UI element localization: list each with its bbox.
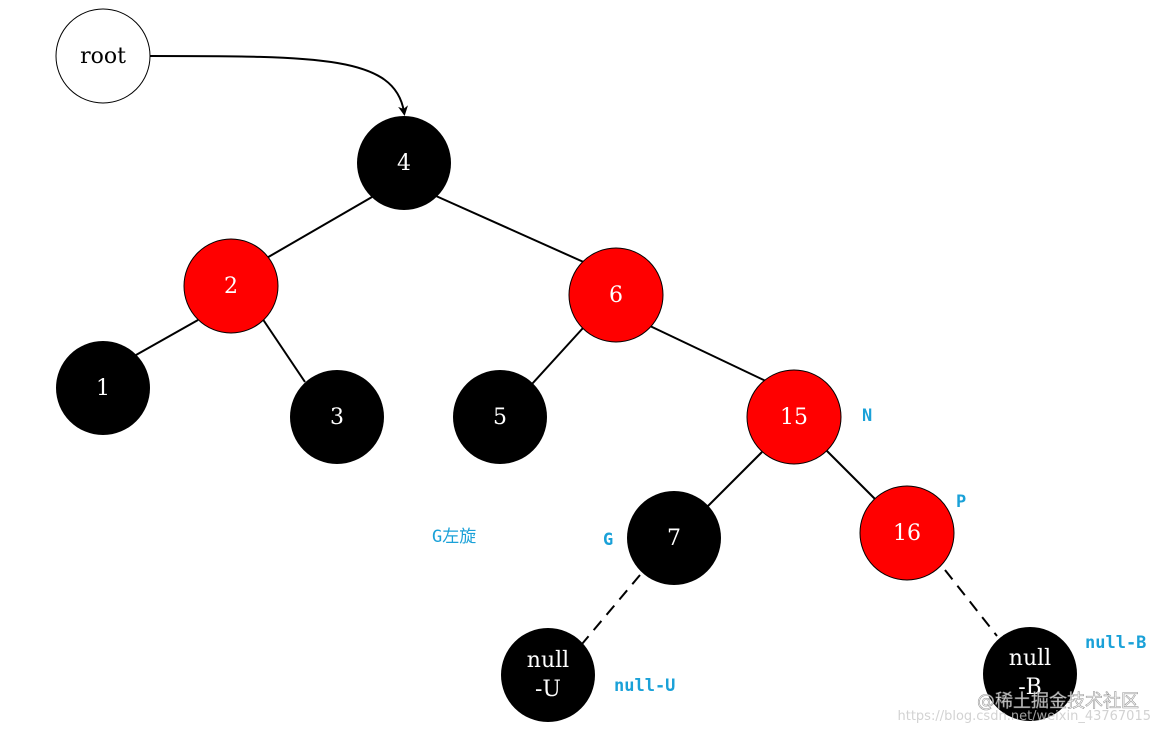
annotation-null-b: null-B	[1085, 633, 1146, 653]
edge-6-5	[531, 327, 584, 385]
node-3-circle	[290, 370, 384, 464]
node-null-b: null -B	[983, 627, 1077, 721]
node-4: 4	[357, 116, 451, 210]
node-6-circle	[568, 247, 664, 343]
annotation-g: G	[603, 530, 613, 550]
node-6: 6	[568, 247, 664, 343]
node-1-label: 1	[96, 376, 110, 401]
node-15-label: 15	[780, 405, 808, 430]
node-3-label: 3	[330, 405, 344, 430]
node-1: 1	[56, 341, 150, 435]
node-1-circle	[56, 341, 150, 435]
edge-15-7	[707, 451, 763, 507]
node-16: 16	[859, 485, 955, 581]
annotation-n: N	[862, 406, 872, 426]
edge-2-3	[261, 317, 306, 383]
node-7: 7	[627, 491, 721, 585]
node-null-u: null -U	[501, 628, 595, 722]
node-null-u-label-line1: null	[527, 648, 569, 673]
node-3: 3	[290, 370, 384, 464]
node-15: 15	[746, 369, 842, 465]
node-null-u-circle	[501, 628, 595, 722]
root-pointer-arrow	[149, 55, 408, 116]
node-16-circle	[859, 485, 955, 581]
edge-6-15	[649, 325, 771, 384]
node-2: 2	[183, 238, 279, 334]
watermark-brand: @稀土掘金技术社区	[977, 691, 1139, 712]
node-4-label: 4	[397, 151, 411, 176]
watermark-url: https://blog.csdn.net/weixin_43767015	[897, 709, 1151, 724]
annotation-p: P	[956, 492, 966, 512]
node-null-b-label-line2: -B	[1018, 675, 1042, 700]
edge-4-2	[257, 196, 373, 264]
node-5: 5	[453, 370, 547, 464]
node-6-label: 6	[609, 283, 623, 308]
edge-2-1	[135, 319, 199, 356]
annotation-rotate: G左旋	[432, 527, 476, 547]
node-root-label: root	[80, 44, 126, 69]
node-5-circle	[453, 370, 547, 464]
node-7-circle	[627, 491, 721, 585]
node-4-circle	[357, 116, 451, 210]
node-null-b-label-line1: null	[1009, 646, 1051, 671]
edge-16-nullB	[944, 569, 998, 637]
edge-7-nullU	[581, 574, 641, 645]
annotation-null-u: null-U	[614, 676, 675, 696]
edge-15-16	[825, 449, 877, 501]
node-7-label: 7	[667, 526, 681, 551]
node-root: root	[55, 8, 151, 104]
node-null-u-label-line2: -U	[535, 677, 561, 702]
edge-4-6	[435, 195, 589, 265]
node-16-label: 16	[893, 521, 921, 546]
node-root-circle	[55, 8, 151, 104]
node-15-circle	[746, 369, 842, 465]
watermark: @稀土掘金技术社区 https://blog.csdn.net/weixin_4…	[897, 691, 1151, 724]
node-2-label: 2	[224, 274, 238, 299]
node-2-circle	[183, 238, 279, 334]
annotations: N P G G左旋 null-U null-B	[432, 406, 1146, 696]
node-null-b-circle	[983, 627, 1077, 721]
edges	[135, 55, 998, 645]
node-5-label: 5	[493, 405, 507, 430]
